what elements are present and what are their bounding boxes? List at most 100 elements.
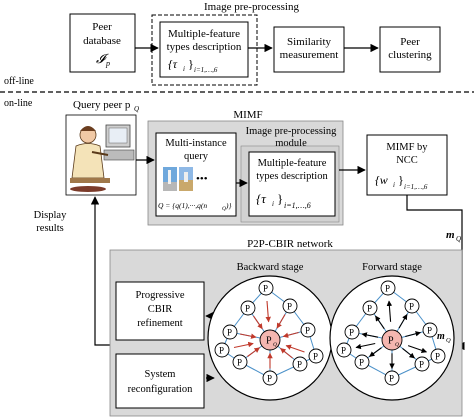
forward-peer-node — [384, 370, 400, 386]
backward-peer-node — [262, 370, 278, 386]
offline-mfeature-box: Multiple-feature types description {τ i … — [159, 21, 249, 78]
forward-flow-arrow — [355, 342, 376, 350]
backward-peer-node — [308, 348, 324, 364]
query-peer-label: Query peer p — [73, 99, 131, 111]
similarity-box: Similarity measurement — [273, 26, 345, 73]
peer-database-line2: database — [83, 35, 121, 47]
forward-peer-node — [414, 356, 430, 372]
forward-peer-node — [430, 348, 446, 364]
forward-peer-label: P — [359, 358, 364, 368]
query-image-thumbnails — [163, 167, 193, 191]
backward-flow-arrow — [233, 341, 254, 349]
forward-peer-label: P — [349, 328, 354, 338]
forward-flow-arrow — [361, 332, 379, 338]
backward-peer-node — [214, 342, 230, 358]
forward-flow-arrow — [386, 300, 393, 322]
backward-peer-label-sub: Q — [273, 342, 277, 348]
online-mfeature-formula-end: } — [277, 191, 283, 206]
backward-peer-node — [300, 322, 316, 338]
forward-peer-label: P — [367, 304, 372, 314]
mimf-ncc-line1: MIMF by — [386, 142, 428, 153]
clustering-line1: Peer — [400, 36, 420, 48]
mq-sub: Q — [456, 235, 461, 243]
display-results-line2: results — [36, 223, 63, 234]
preproc-module-line1: Image pre-processing — [246, 126, 337, 137]
progressive-line3: refinement — [137, 318, 183, 329]
query-ellipsis: ••• — [196, 173, 208, 185]
mimf-ncc-formula-sub: i — [393, 181, 395, 189]
backward-peer-label: P — [219, 346, 224, 356]
user-at-computer-icon — [65, 114, 137, 196]
similarity-line1: Similarity — [287, 36, 332, 48]
forward-peer-node — [344, 324, 360, 340]
peer-database-subscript: p — [105, 59, 110, 68]
forward-flow-arrow — [398, 314, 408, 329]
backward-peer-label: P — [237, 358, 242, 368]
forward-peer-node — [354, 354, 370, 370]
backward-flow-arrow — [253, 315, 263, 330]
forward-peer-node — [336, 342, 352, 358]
system-reconfiguration-box: System reconfiguration — [115, 353, 205, 409]
backward-flow-arrow — [280, 347, 293, 359]
forward-peer-label: P — [409, 302, 414, 312]
backward-flow-arrow — [265, 300, 271, 323]
peer-database-box: Peer database 𝓘 p — [69, 13, 136, 73]
backward-flow-arrow — [247, 347, 260, 357]
online-mfeature-line2: types description — [256, 171, 328, 182]
backward-peer-label: P — [297, 360, 302, 370]
forward-peer-label: P — [341, 346, 346, 356]
forward-peer-node — [380, 280, 396, 296]
forward-query-peer-node — [381, 329, 403, 351]
backward-peer-node — [292, 356, 308, 372]
preproc-module-line2: module — [275, 138, 307, 149]
forward-peer-label: P — [385, 284, 390, 294]
backward-peer-label: P — [245, 304, 250, 314]
offline-mfeature-line1: Multiple-feature — [168, 28, 240, 40]
arrow-results-to-querypeer — [90, 196, 112, 346]
forward-peer-label: P — [419, 360, 424, 370]
forward-peer-label: P — [389, 374, 394, 384]
backward-peer-label: P — [267, 374, 272, 384]
backward-flow-arrow — [239, 333, 257, 339]
backward-peer-label: P — [263, 284, 268, 294]
backward-stage-label: Backward stage — [237, 262, 304, 273]
forward-flow-arrow — [375, 315, 385, 330]
system-line1: System — [145, 369, 176, 380]
progressive-line1: Progressive — [136, 290, 185, 301]
offline-label: off-line — [4, 76, 34, 87]
query-peer-sub: Q — [134, 105, 139, 113]
backward-peer-node — [232, 354, 248, 370]
backward-peer-label: P — [266, 336, 272, 347]
online-label: on-line — [4, 98, 33, 109]
query-set-end: )} — [225, 201, 232, 210]
offline-mfeature-formula: {τ — [168, 57, 178, 71]
forward-peer-label-sub: Q — [395, 342, 399, 348]
mimf-ncc-formula: {w — [375, 173, 388, 187]
forward-peer-label: P — [435, 352, 440, 362]
backward-peer-node — [222, 324, 238, 340]
peer-database-line1: Peer — [92, 21, 112, 33]
backward-peer-label: P — [287, 302, 292, 312]
backward-peer-label: P — [313, 352, 318, 362]
multi-instance-line2: query — [184, 151, 209, 162]
forward-peer-node — [404, 298, 420, 314]
forward-peer-node — [422, 322, 438, 338]
clustering-box: Peer clustering — [379, 26, 441, 73]
forward-mq-sub: Q — [446, 337, 451, 344]
forward-mq-label: m — [437, 331, 445, 342]
mimf-title: MIMF — [233, 109, 262, 121]
forward-stage-label: Forward stage — [362, 262, 422, 273]
online-mfeature-formula-sub: i — [272, 200, 274, 208]
forward-flow-arrow — [402, 347, 415, 359]
progressive-line2: CBIR — [148, 304, 173, 315]
backward-peer-node — [258, 280, 274, 296]
offline-mfeature-formula-range: i=1,…,6 — [194, 66, 218, 74]
query-set-sub: Q — [222, 206, 226, 212]
forward-flow-arrow — [407, 345, 428, 353]
forward-peer-label: P — [388, 336, 394, 347]
forward-peer-node — [362, 300, 378, 316]
online-mfeature-formula: {τ — [256, 191, 267, 206]
multi-instance-query-box: Multi-instance query ••• Q = {q(1),···,q… — [155, 132, 237, 217]
